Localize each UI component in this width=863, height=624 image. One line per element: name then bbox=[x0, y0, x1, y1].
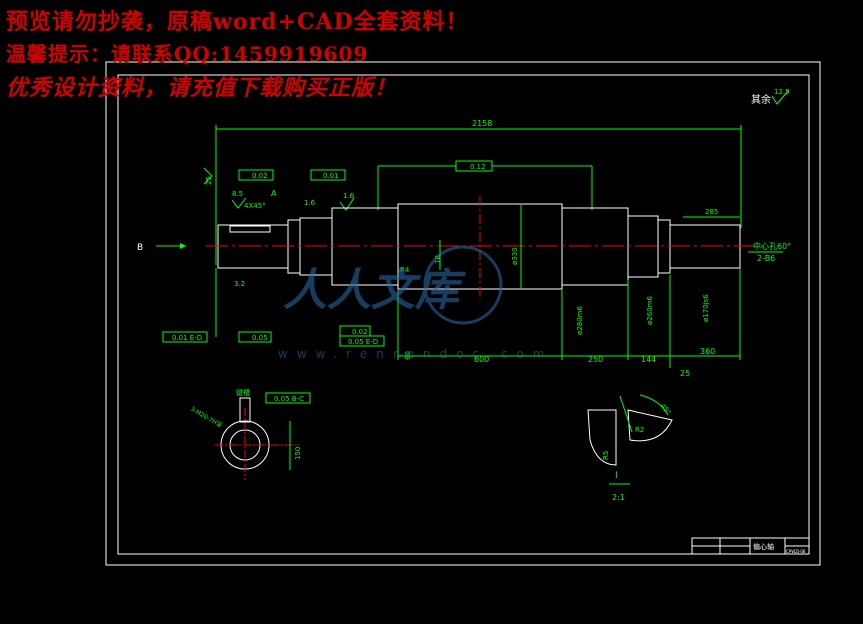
center-hole-note: 中心孔60° bbox=[753, 241, 791, 251]
svg-text:0.02: 0.02 bbox=[352, 328, 368, 336]
svg-text:45°: 45° bbox=[658, 402, 672, 417]
section-keyway-label: 键槽 bbox=[236, 388, 250, 397]
svg-text:R2: R2 bbox=[635, 426, 644, 434]
svg-text:25: 25 bbox=[680, 369, 690, 378]
roughness-symbol bbox=[771, 89, 790, 105]
svg-text:ø330: ø330 bbox=[511, 247, 519, 265]
svg-text:0.05 E-D: 0.05 E-D bbox=[348, 338, 378, 346]
svg-text:R5: R5 bbox=[602, 451, 610, 460]
svg-text:www.renrendoc.com: www.renrendoc.com bbox=[278, 347, 553, 361]
svg-text:0.05: 0.05 bbox=[252, 334, 268, 342]
keyway bbox=[229, 225, 271, 233]
svg-text:ø170js6: ø170js6 bbox=[702, 294, 710, 322]
svg-text:144: 144 bbox=[641, 355, 656, 364]
center-hole-spec: 2-B6 bbox=[757, 254, 775, 263]
roughness-label: 其余 bbox=[751, 93, 771, 106]
svg-text:R4: R4 bbox=[400, 266, 410, 274]
banner-line-1: 预览请勿抄袭，原稿word+CAD全套资料！ bbox=[6, 9, 469, 35]
svg-text:ø260m6: ø260m6 bbox=[646, 296, 654, 325]
inner-border bbox=[117, 74, 810, 555]
svg-text:A: A bbox=[271, 189, 277, 198]
watermark-logo: 人人文库 www.renrendoc.com bbox=[278, 245, 553, 361]
svg-text:18: 18 bbox=[434, 255, 442, 264]
svg-text:ø280m6: ø280m6 bbox=[576, 306, 584, 335]
svg-text:0.12: 0.12 bbox=[470, 163, 486, 171]
svg-text:1.6: 1.6 bbox=[304, 199, 316, 207]
detail-label: I bbox=[615, 471, 618, 481]
svg-text:3.2: 3.2 bbox=[234, 280, 245, 288]
title-block-name: 偏心轴 bbox=[753, 542, 774, 551]
sheet-border bbox=[105, 61, 821, 566]
chamfer-note: 4X45° bbox=[244, 202, 266, 210]
overall-length: 2158 bbox=[472, 119, 492, 128]
svg-text:600: 600 bbox=[474, 355, 489, 364]
svg-text:1.6: 1.6 bbox=[343, 192, 355, 200]
svg-text:360: 360 bbox=[700, 347, 715, 356]
svg-text:人人文库: 人人文库 bbox=[283, 265, 466, 316]
svg-text:0.01 E-D: 0.01 E-D bbox=[172, 334, 202, 342]
detail-scale: 2:1 bbox=[612, 493, 625, 502]
tol-frame-runout-1 bbox=[310, 169, 346, 181]
cross-section bbox=[215, 397, 300, 480]
title-block bbox=[691, 537, 810, 555]
detail-view bbox=[587, 394, 673, 466]
roughness-value: 12.5 bbox=[774, 88, 790, 96]
svg-text:0.05 B-C: 0.05 B-C bbox=[274, 395, 304, 403]
title-block-code: CPWZJ-08 bbox=[786, 549, 806, 554]
svg-text:8.5: 8.5 bbox=[232, 190, 243, 198]
svg-text:150: 150 bbox=[294, 447, 302, 460]
tol-frame-flatness bbox=[238, 169, 274, 181]
svg-text:285: 285 bbox=[705, 208, 718, 216]
banner-line-3: 优秀设计资料，请充值下载购买正版！ bbox=[6, 75, 398, 101]
svg-text:25: 25 bbox=[205, 176, 213, 185]
svg-text:0.01: 0.01 bbox=[323, 172, 339, 180]
section-label-b: B bbox=[137, 243, 143, 253]
section-hole-note: 3-M20-7H深 bbox=[189, 405, 224, 430]
banner-line-2: 温馨提示：请联系QQ:1459919609 bbox=[6, 42, 369, 66]
tol-frame-runout-4 bbox=[162, 331, 208, 343]
tol-frame-runout-5 bbox=[238, 331, 272, 343]
svg-text:250: 250 bbox=[588, 355, 603, 364]
svg-text:0.02: 0.02 bbox=[252, 172, 268, 180]
